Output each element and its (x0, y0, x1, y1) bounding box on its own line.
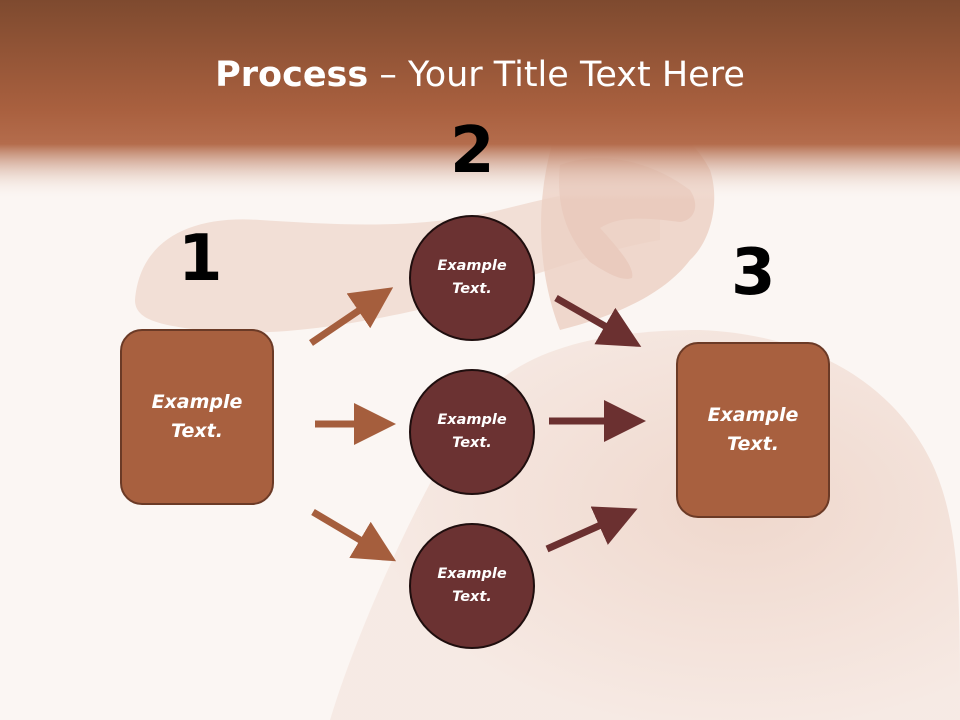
arrow-right-upper (554, 294, 642, 347)
circle-bottom: Example Text. (409, 523, 535, 649)
arrow-right-lower (545, 506, 638, 553)
left-box-line2: Text. (171, 420, 223, 442)
right-box-line1: Example (707, 404, 799, 426)
circle-middle-line1: Example (437, 412, 507, 428)
step-number-3: 3 (731, 236, 776, 310)
circle-middle-line2: Text. (452, 435, 492, 451)
title-bold: Process (215, 55, 369, 95)
circle-top-line2: Text. (452, 281, 492, 297)
right-box: Example Text. (676, 342, 830, 518)
step-number-2: 2 (450, 114, 495, 188)
slide-title: Process – Your Title Text Here (0, 52, 960, 98)
step-number-1: 1 (178, 222, 223, 296)
circle-middle: Example Text. (409, 369, 535, 495)
arrow-left-upper (309, 287, 394, 346)
left-box: Example Text. (120, 329, 274, 505)
circle-bottom-line1: Example (437, 566, 507, 582)
circle-top: Example Text. (409, 215, 535, 341)
left-box-line1: Example (151, 391, 243, 413)
title-rest: – Your Title Text Here (368, 55, 745, 95)
circle-bottom-line2: Text. (452, 589, 492, 605)
arrow-left-lower (311, 508, 397, 562)
right-box-line2: Text. (727, 433, 779, 455)
circle-top-line1: Example (437, 258, 507, 274)
